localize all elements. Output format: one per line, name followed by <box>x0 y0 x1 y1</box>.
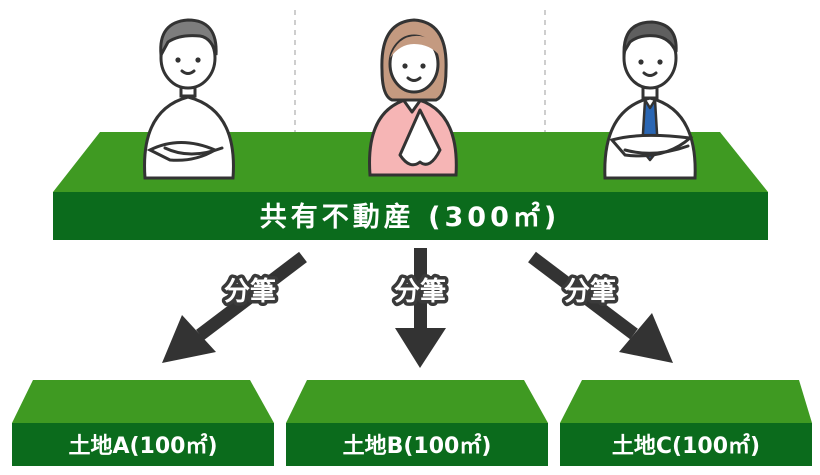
shared-property-label: 共有不動産 (300㎡) <box>260 201 560 233</box>
split-label-center: 分筆 <box>394 277 446 307</box>
arrow-left-icon <box>162 251 307 363</box>
parcel-a-label: 土地A(100㎡) <box>68 433 217 459</box>
parcel-b-label: 土地B(100㎡) <box>343 433 492 459</box>
arrow-right-icon <box>528 251 673 363</box>
parcel-c: 土地C(100㎡) <box>560 380 812 466</box>
person-right-icon <box>603 20 697 180</box>
split-label-left: 分筆 <box>224 277 276 307</box>
person-center-icon <box>368 18 458 177</box>
person-left-icon <box>143 18 235 180</box>
split-label-right: 分筆 <box>564 277 616 307</box>
parcel-a: 土地A(100㎡) <box>12 380 274 466</box>
parcel-c-label: 土地C(100㎡) <box>612 433 760 459</box>
arrow-down-icon <box>395 248 446 368</box>
parcel-b: 土地B(100㎡) <box>286 380 548 466</box>
